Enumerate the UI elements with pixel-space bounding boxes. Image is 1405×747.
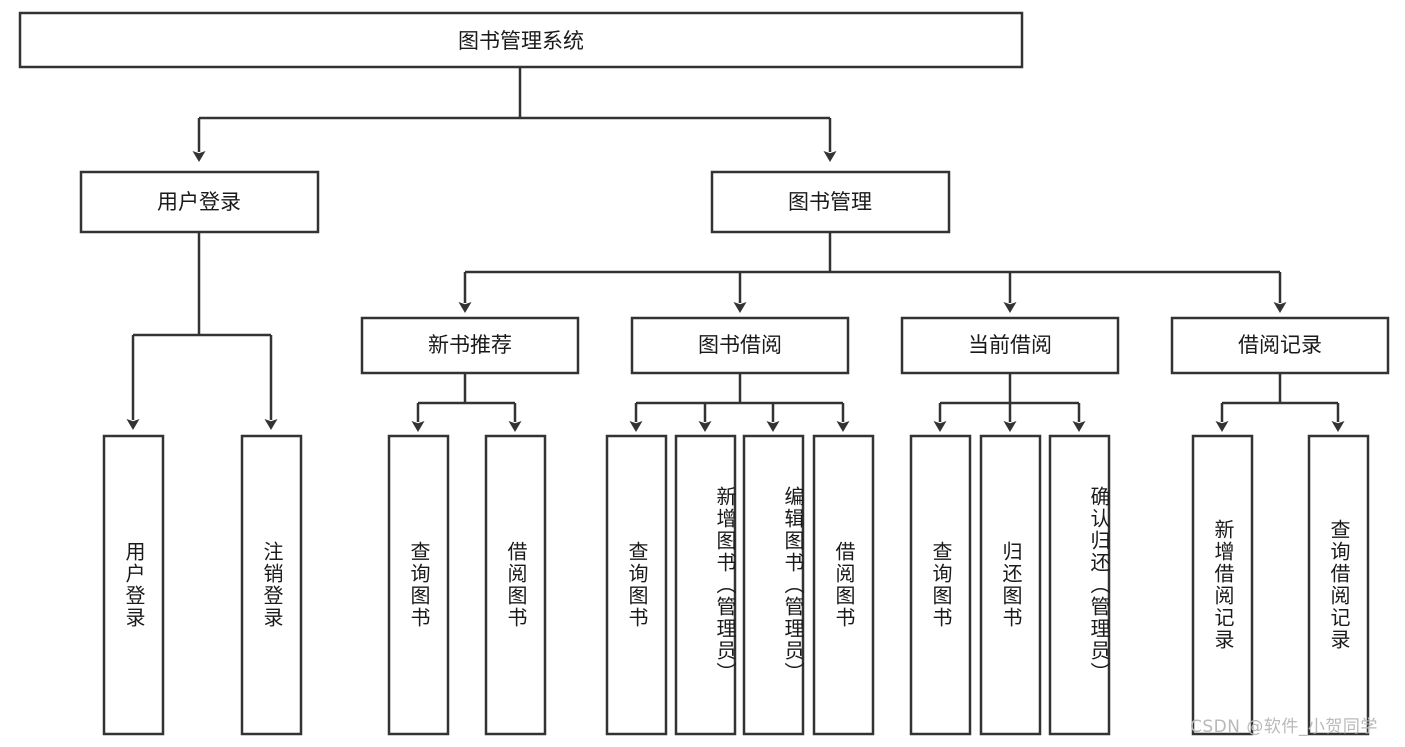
node-root-box[interactable] <box>18 11 1024 69</box>
leaf-box-user-login[interactable] <box>102 434 165 736</box>
node-current-borrow[interactable]: 当前借阅 <box>900 316 1120 375</box>
leaf-box-query-record[interactable] <box>1307 434 1370 736</box>
node-book-borrow-label: 图书借阅 <box>698 333 782 357</box>
node-borrow-record-label: 借阅记录 <box>1238 333 1322 357</box>
leaf-box-query-book-2[interactable] <box>605 434 668 736</box>
leaf-box-logout[interactable] <box>240 434 303 736</box>
leaf-box-confirm-return[interactable] <box>1048 434 1111 736</box>
leaf-box-return-book[interactable] <box>979 434 1042 736</box>
node-current-borrow-label: 当前借阅 <box>968 333 1052 357</box>
node-root[interactable]: 图书管理系统 <box>18 11 1024 69</box>
node-book-management-box[interactable] <box>710 170 951 234</box>
node-new-book-recommend-box[interactable] <box>360 316 580 375</box>
leaf-box-add-book[interactable] <box>674 434 737 736</box>
connector-group-new-book-recommend <box>411 373 522 432</box>
node-book-management[interactable]: 图书管理 <box>710 170 951 234</box>
node-user-login[interactable]: 用户登录 <box>79 170 320 234</box>
node-root-label: 图书管理系统 <box>458 29 584 53</box>
connector-group-borrow-record <box>1215 373 1345 432</box>
node-user-login-label: 用户登录 <box>157 190 241 214</box>
node-book-borrow-box[interactable] <box>630 316 850 375</box>
node-current-borrow-box[interactable] <box>900 316 1120 375</box>
leaf-box-add-record[interactable] <box>1191 434 1254 736</box>
connector-group-root <box>192 67 837 162</box>
leaf-box-borrow-book-2[interactable] <box>812 434 875 736</box>
connector-group-user-login <box>126 232 278 430</box>
node-new-book-recommend[interactable]: 新书推荐 <box>360 316 580 375</box>
leaf-box-query-book-1[interactable] <box>387 434 450 736</box>
node-user-login-box[interactable] <box>79 170 320 234</box>
leaf-box-query-book-3[interactable] <box>909 434 972 736</box>
leaf-box-borrow-book-1[interactable] <box>484 434 547 736</box>
node-book-borrow[interactable]: 图书借阅 <box>630 316 850 375</box>
leaf-box-edit-book[interactable] <box>742 434 805 736</box>
node-new-book-recommend-label: 新书推荐 <box>428 333 512 357</box>
node-borrow-record[interactable]: 借阅记录 <box>1170 316 1390 375</box>
node-borrow-record-box[interactable] <box>1170 316 1390 375</box>
csdn-watermark: CSDN @软件_小贺同学 <box>1190 717 1378 737</box>
connector-group-current-borrow <box>933 373 1086 432</box>
connector-group-book-management <box>458 232 1287 313</box>
connector-group-book-borrow <box>629 373 850 432</box>
node-book-management-label: 图书管理 <box>788 190 872 214</box>
leaf-boxes <box>102 434 1370 736</box>
